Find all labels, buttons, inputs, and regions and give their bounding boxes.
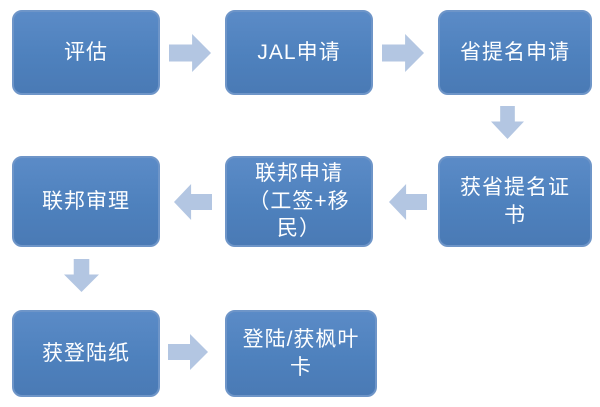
node-evaluation: 评估 xyxy=(12,10,160,95)
node-landing-paper-label: 获登陆纸 xyxy=(42,341,130,365)
arrow-right-icon xyxy=(382,34,424,72)
node-federal-review-label: 联邦审理 xyxy=(42,189,130,213)
arrow-left-icon xyxy=(389,184,427,220)
node-landing-paper: 获登陆纸 xyxy=(12,310,160,397)
node-provincial-nomination-application: 省提名申请 xyxy=(438,10,592,95)
node-provincial-nomination-application-label: 省提名申请 xyxy=(460,40,570,64)
arrow-down-icon xyxy=(64,259,99,292)
node-federal-application: 联邦申请 （工签+移民） xyxy=(225,156,373,247)
arrow-right-icon xyxy=(169,34,211,72)
node-maple-leaf-card: 登陆/获枫叶 卡 xyxy=(225,310,377,397)
node-provincial-nomination-certificate-label: 获省提名证 书 xyxy=(460,175,570,227)
arrow-right-icon xyxy=(168,334,208,370)
node-jal-application-label: JAL申请 xyxy=(257,40,341,64)
node-jal-application: JAL申请 xyxy=(225,10,373,95)
node-maple-leaf-card-label: 登陆/获枫叶 卡 xyxy=(242,327,360,379)
node-federal-application-label: 联邦申请 （工签+移民） xyxy=(248,161,350,241)
node-evaluation-label: 评估 xyxy=(64,40,108,64)
node-federal-review: 联邦审理 xyxy=(12,156,160,247)
arrow-down-icon xyxy=(491,106,524,139)
node-provincial-nomination-certificate: 获省提名证 书 xyxy=(438,156,592,247)
arrow-left-icon xyxy=(174,184,212,220)
